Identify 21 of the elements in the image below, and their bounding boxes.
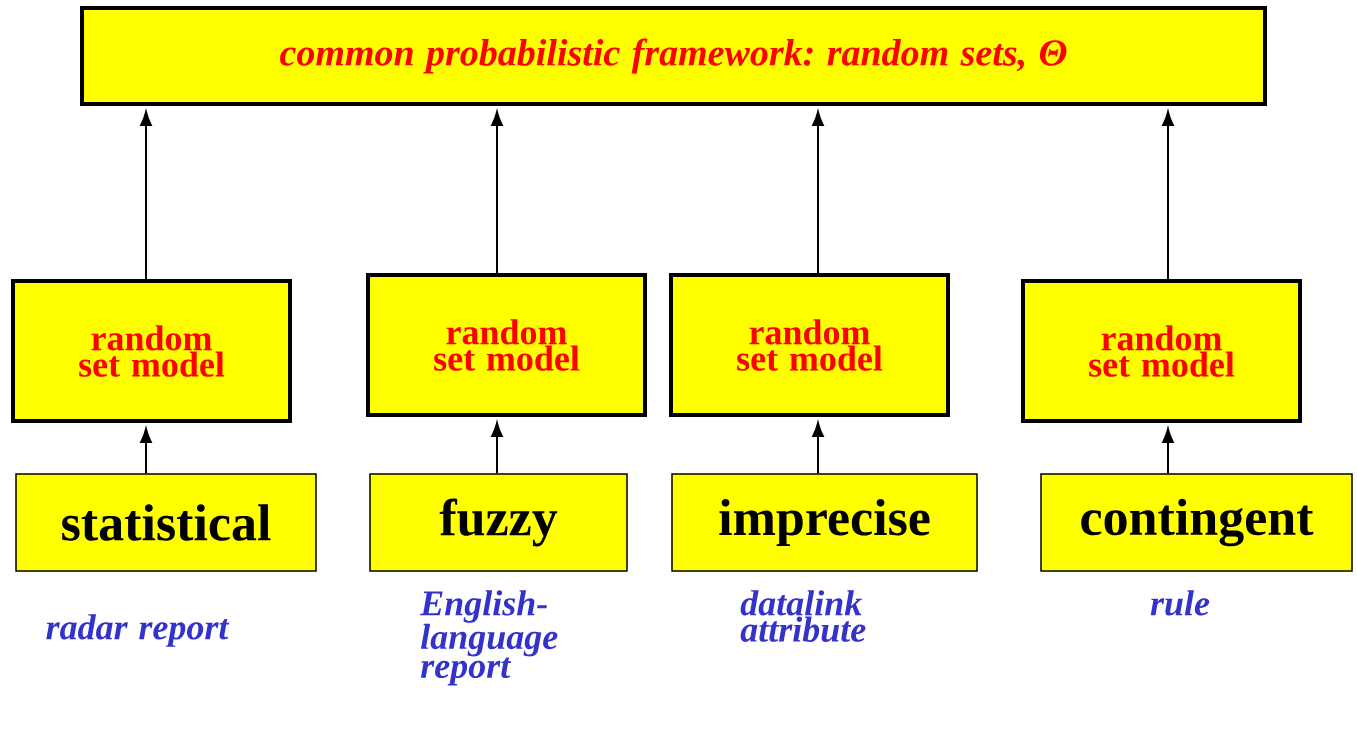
caption-text: datalink attribute <box>740 590 866 642</box>
caption-text: English-language report <box>419 590 558 686</box>
arrow <box>491 111 503 274</box>
caption-text: rule <box>1150 590 1210 616</box>
model-box: random set model <box>669 273 950 417</box>
framework-box: common probabilistic framework: random sets, Θ <box>80 6 1267 106</box>
arrow <box>812 422 824 475</box>
arrow <box>1162 111 1174 280</box>
source-box: statistical <box>15 473 317 572</box>
arrow <box>1162 428 1174 475</box>
source-box: contingent <box>1040 473 1353 572</box>
model-box: random set model <box>11 279 292 423</box>
arrow <box>491 422 503 475</box>
model-box: random set model <box>1021 279 1302 423</box>
source-box: imprecise <box>671 473 978 572</box>
source-box: fuzzy <box>369 473 628 572</box>
arrow <box>140 111 152 280</box>
arrow <box>812 111 824 274</box>
arrow <box>140 428 152 475</box>
model-box: random set model <box>366 273 647 417</box>
caption-text: radar report <box>46 614 230 647</box>
